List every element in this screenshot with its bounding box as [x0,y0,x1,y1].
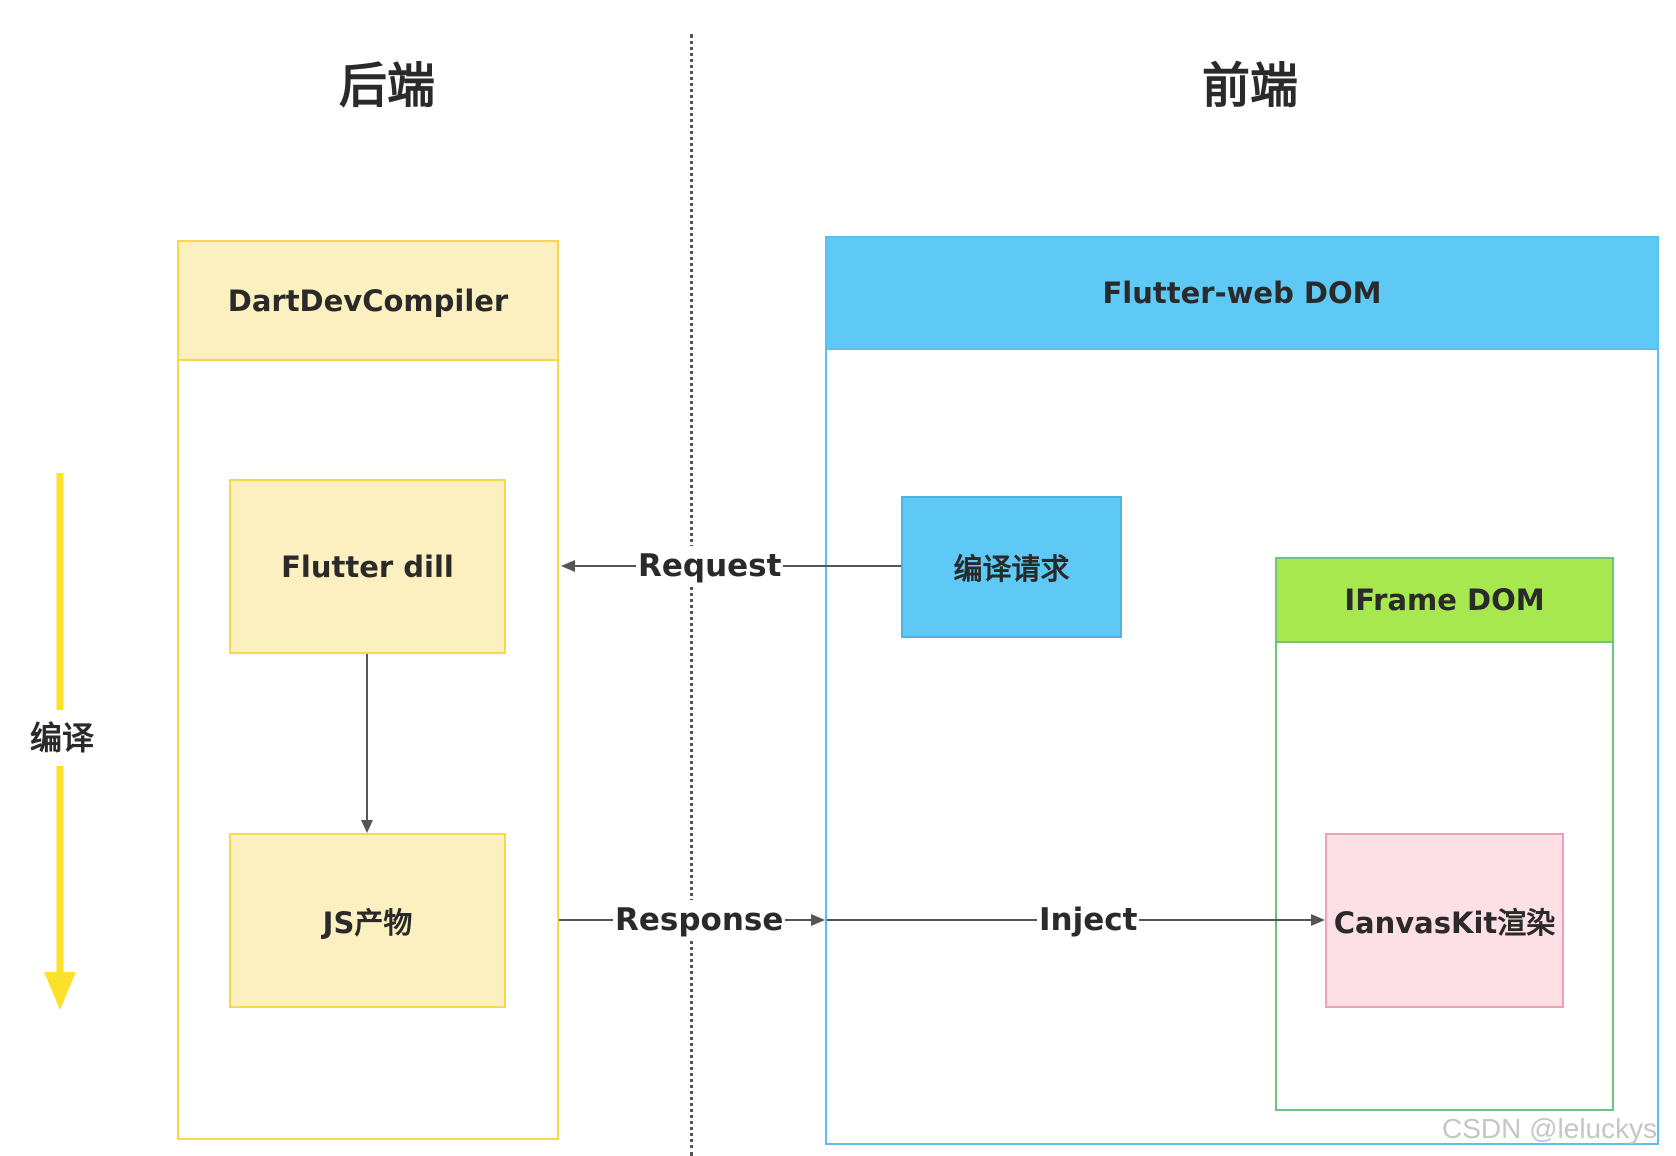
canvaskit-render-box: CanvasKit渲染 [1325,833,1564,1008]
flutter-web-dom-container: Flutter-web DOM [825,236,1659,1145]
dart-dev-compiler-header: DartDevCompiler [179,242,557,361]
inject-head [1311,914,1325,926]
flutter-dill-box: Flutter dill [229,479,506,654]
iframe-dom-header: IFrame DOM [1277,559,1612,643]
flutter-web-dom-header: Flutter-web DOM [827,238,1657,350]
dart-dev-compiler-container: DartDevCompiler [177,240,559,1140]
backend-title: 后端 [338,58,435,114]
response-label: Response [613,900,786,940]
watermark: CSDN @leluckys [1442,1113,1658,1144]
compile-side-label: 编译 [30,710,95,766]
request-label: Request [636,546,784,586]
frontend-title: 前端 [1201,58,1298,114]
response-head [811,914,825,926]
compile-request-box: 编译请求 [901,496,1122,638]
iframe-dom-container: IFrame DOM [1275,557,1614,1111]
request-head [561,560,575,572]
compile-arrow-head [44,972,76,1010]
section-divider [690,34,693,1156]
inject-label: Inject [1037,900,1140,940]
dill-to-js-head [361,820,373,833]
js-output-box: JS产物 [229,833,506,1008]
